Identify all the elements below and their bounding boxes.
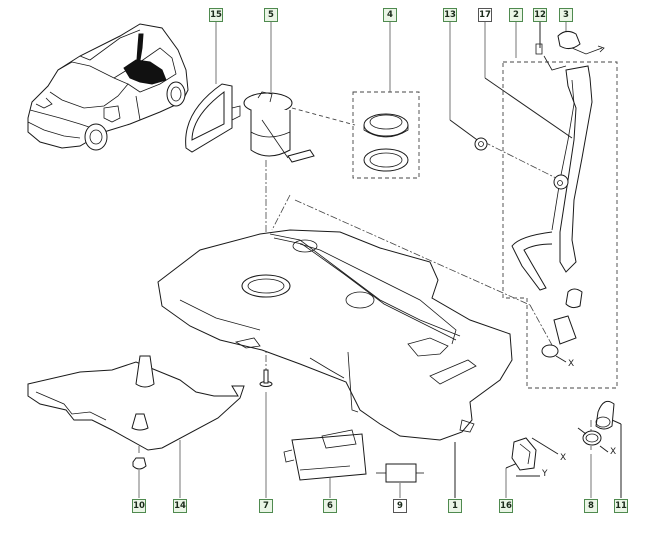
pump-bracket-part <box>185 83 241 153</box>
callout-15[interactable]: 15 <box>209 8 223 22</box>
fuel-filter-part <box>376 463 424 483</box>
callout-17[interactable]: 17 <box>478 8 492 22</box>
heat-shield-part <box>27 355 245 470</box>
callout-16[interactable]: 16 <box>499 499 513 513</box>
callout-13[interactable]: 13 <box>443 8 457 22</box>
callout-14[interactable]: 14 <box>173 499 187 513</box>
filler-cap-part <box>535 30 605 71</box>
callout-8[interactable]: 8 <box>584 499 598 513</box>
callout-3[interactable]: 3 <box>559 8 573 22</box>
grommet-part <box>474 137 488 151</box>
leader-lines <box>138 22 622 498</box>
callout-7[interactable]: 7 <box>259 499 273 513</box>
hose-clamp-part <box>511 437 559 477</box>
callout-6[interactable]: 6 <box>323 499 337 513</box>
callout-9[interactable]: 9 <box>393 499 407 513</box>
callout-4[interactable]: 4 <box>383 8 397 22</box>
callout-11[interactable]: 11 <box>614 499 628 513</box>
fuel-tank-part <box>157 229 513 441</box>
callout-2[interactable]: 2 <box>509 8 523 22</box>
dimension-x-tank-clamp: X <box>568 359 574 369</box>
dimension-x-clamp: X <box>610 447 616 457</box>
dimension-arrow <box>555 355 567 363</box>
charcoal-canister-part <box>283 429 367 481</box>
callout-1[interactable]: 1 <box>448 499 462 513</box>
bolt-part <box>259 369 273 387</box>
car-overview-illustration <box>27 23 189 151</box>
dimension-y-clip: Y <box>541 469 548 479</box>
clamp-and-sleeve-part <box>577 400 615 453</box>
callout-12[interactable]: 12 <box>533 8 547 22</box>
filler-neck-part <box>511 65 593 358</box>
locking-ring-part <box>363 113 409 172</box>
callout-5[interactable]: 5 <box>264 8 278 22</box>
callout-10[interactable]: 10 <box>132 499 146 513</box>
fuel-pump-part <box>243 91 315 163</box>
dimension-x-clip: X <box>560 453 566 463</box>
